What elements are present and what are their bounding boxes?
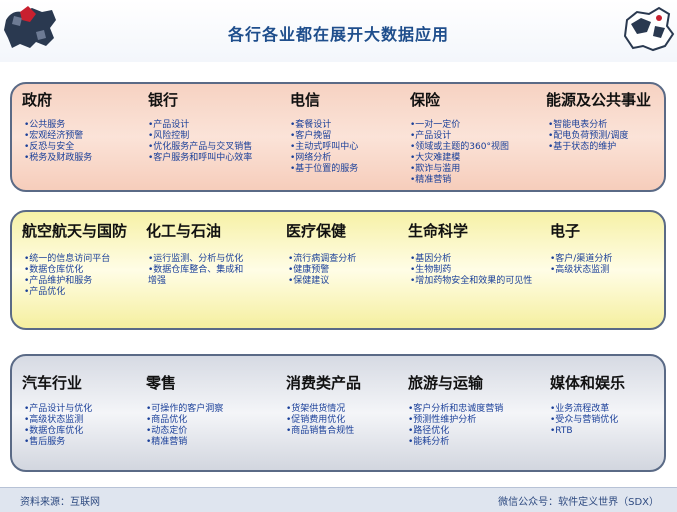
sector-title-consumer-products: 消费类产品 bbox=[286, 374, 362, 392]
list-item: •统一的信息访问平台 bbox=[24, 254, 111, 264]
china-map-icon bbox=[623, 6, 675, 52]
list-item: •精准营销 bbox=[146, 437, 188, 447]
sector-list-retail: •可操作的客户洞察 •商品优化 •动态定价 •精准营销 bbox=[146, 404, 266, 448]
list-item: •领域或主题的360°视图 bbox=[410, 142, 509, 152]
sector-list-energy: •智能电表分析 •配电负荷预测/调度 •基于状态的维护 bbox=[548, 120, 660, 153]
list-item: •货架供货情况 bbox=[286, 404, 346, 414]
list-item: •主动式呼叫中心 bbox=[290, 142, 359, 152]
list-item: •精准营销 bbox=[410, 175, 452, 185]
sector-title-banking: 银行 bbox=[148, 91, 179, 109]
list-item: •配电负荷预测/调度 bbox=[548, 131, 629, 141]
list-item: •产品设计 bbox=[410, 131, 452, 141]
header-banner: 各行各业都在展开大数据应用 bbox=[0, 0, 677, 62]
list-item: •动态定价 bbox=[146, 426, 188, 436]
list-item: •税务及财政服务 bbox=[24, 153, 93, 163]
sector-title-life-sciences: 生命科学 bbox=[408, 222, 469, 240]
sector-list-consumer-products: •货架供货情况 •促销费用优化 •商品销售合规性 bbox=[286, 404, 402, 437]
sector-list-automotive: •产品设计与优化 •高级状态监测 •数据仓库优化 •售后服务 bbox=[24, 404, 106, 448]
world-map-icon bbox=[4, 6, 56, 48]
list-item: •产品优化 bbox=[24, 287, 66, 297]
sector-list-media: •业务流程改革 •受众与营销优化 •RTB bbox=[550, 404, 658, 437]
list-item: •售后服务 bbox=[24, 437, 66, 447]
sector-title-telecom: 电信 bbox=[290, 91, 321, 109]
sector-list-travel-transport: •客户分析和忠诚度营销 •预测性维护分析 •路径优化 •能耗分析 bbox=[408, 404, 536, 448]
list-item: •公共服务 bbox=[24, 120, 66, 130]
list-item: •风险控制 bbox=[148, 131, 190, 141]
list-item: •客户服务和呼叫中心效率 bbox=[148, 153, 253, 163]
list-item: •高级状态监测 bbox=[550, 265, 610, 275]
list-item: •反恐与安全 bbox=[24, 142, 75, 152]
sector-list-banking: •产品设计 •风险控制 •优化服务产品与交叉销售 •客户服务和呼叫中心效率 bbox=[148, 120, 284, 164]
list-item: •可操作的客户洞察 bbox=[146, 404, 224, 414]
sector-list-telecom: •套餐设计 •客户挽留 •主动式呼叫中心 •网络分析 •基于位置的服务 bbox=[290, 120, 406, 175]
sector-list-life-sciences: •基因分析 •生物制药 •增加药物安全和效果的可见性 bbox=[410, 254, 536, 287]
sector-title-healthcare: 医疗保健 bbox=[286, 222, 347, 240]
list-item: •高级状态监测 bbox=[24, 415, 84, 425]
list-item: •路径优化 bbox=[408, 426, 450, 436]
sector-title-automotive: 汽车行业 bbox=[22, 374, 83, 392]
list-item: •受众与营销优化 bbox=[550, 415, 619, 425]
list-item: •基于位置的服务 bbox=[290, 164, 359, 174]
list-item: •产品设计与优化 bbox=[24, 404, 93, 414]
panel-row-2: 航空航天与国防 •统一的信息访问平台 •数据仓库优化 •产品维护和服务 •产品优… bbox=[10, 210, 666, 330]
sector-list-electronics: •客户/渠道分析 •高级状态监测 bbox=[550, 254, 622, 276]
sector-title-electronics: 电子 bbox=[550, 222, 581, 240]
list-item: •产品维护和服务 bbox=[24, 276, 93, 286]
list-item: •数据仓库优化 bbox=[24, 265, 84, 275]
list-item: •大灾难建模 bbox=[410, 153, 461, 163]
list-item: •客户挽留 bbox=[290, 131, 332, 141]
list-item: •宏观经济预警 bbox=[24, 131, 84, 141]
list-item: •数据仓库整合、集成和增强 bbox=[148, 265, 244, 286]
list-item: •健康预警 bbox=[288, 265, 330, 275]
list-item: •优化服务产品与交叉销售 bbox=[148, 142, 253, 152]
sector-title-chemical: 化工与石油 bbox=[146, 222, 222, 240]
sector-list-insurance: •一对一定价 •产品设计 •领域或主题的360°视图 •大灾难建模 •欺诈与滥用… bbox=[410, 120, 540, 186]
list-item: •智能电表分析 bbox=[548, 120, 608, 130]
sector-title-insurance: 保险 bbox=[410, 91, 441, 109]
sector-list-chemical: •运行监测、分析与优化 •数据仓库整合、集成和增强 bbox=[148, 254, 244, 287]
list-item: •套餐设计 bbox=[290, 120, 332, 130]
list-item: •基因分析 bbox=[410, 254, 452, 264]
list-item: •增加药物安全和效果的可见性 bbox=[410, 276, 533, 286]
sector-title-energy: 能源及公共事业 bbox=[546, 91, 652, 109]
list-item: •商品销售合规性 bbox=[286, 426, 355, 436]
source-note: 资料来源：互联网 bbox=[20, 497, 100, 508]
sector-title-retail: 零售 bbox=[146, 374, 177, 392]
sector-title-government: 政府 bbox=[22, 91, 53, 109]
wechat-credit: 微信公众号：软件定义世界（SDX） bbox=[498, 497, 659, 508]
sector-title-aerospace: 航空航天与国防 bbox=[22, 222, 128, 240]
list-item: •生物制药 bbox=[410, 265, 452, 275]
list-item: •促销费用优化 bbox=[286, 415, 346, 425]
panel-row-3: 汽车行业 •产品设计与优化 •高级状态监测 •数据仓库优化 •售后服务 零售 •… bbox=[10, 354, 666, 472]
panel-row-1: 政府 •公共服务 •宏观经济预警 •反恐与安全 •税务及财政服务 银行 •产品设… bbox=[10, 82, 666, 192]
list-item: •商品优化 bbox=[146, 415, 188, 425]
list-item: •一对一定价 bbox=[410, 120, 461, 130]
list-item: •欺诈与滥用 bbox=[410, 164, 461, 174]
list-item: •能耗分析 bbox=[408, 437, 450, 447]
page-title: 各行各业都在展开大数据应用 bbox=[227, 25, 449, 44]
list-item: •预测性维护分析 bbox=[408, 415, 477, 425]
sector-list-aerospace: •统一的信息访问平台 •数据仓库优化 •产品维护和服务 •产品优化 bbox=[24, 254, 142, 298]
sector-title-media: 媒体和娱乐 bbox=[550, 374, 626, 392]
list-item: •产品设计 bbox=[148, 120, 190, 130]
list-item: •流行病调查分析 bbox=[288, 254, 357, 264]
sector-title-travel-transport: 旅游与运输 bbox=[408, 374, 484, 392]
list-item: •保健建议 bbox=[288, 276, 330, 286]
list-item: •RTB bbox=[550, 426, 573, 436]
list-item: •业务流程改革 bbox=[550, 404, 610, 414]
list-item: •客户/渠道分析 bbox=[550, 254, 613, 264]
list-item: •客户分析和忠诚度营销 bbox=[408, 404, 504, 414]
list-item: •网络分析 bbox=[290, 153, 332, 163]
sector-list-government: •公共服务 •宏观经济预警 •反恐与安全 •税务及财政服务 bbox=[24, 120, 144, 164]
list-item: •数据仓库优化 bbox=[24, 426, 84, 436]
list-item: •运行监测、分析与优化 bbox=[148, 254, 244, 264]
list-item: •基于状态的维护 bbox=[548, 142, 617, 152]
footer-bar: 资料来源：互联网 微信公众号：软件定义世界（SDX） bbox=[0, 487, 677, 512]
sector-list-healthcare: •流行病调查分析 •健康预警 •保健建议 bbox=[288, 254, 400, 287]
